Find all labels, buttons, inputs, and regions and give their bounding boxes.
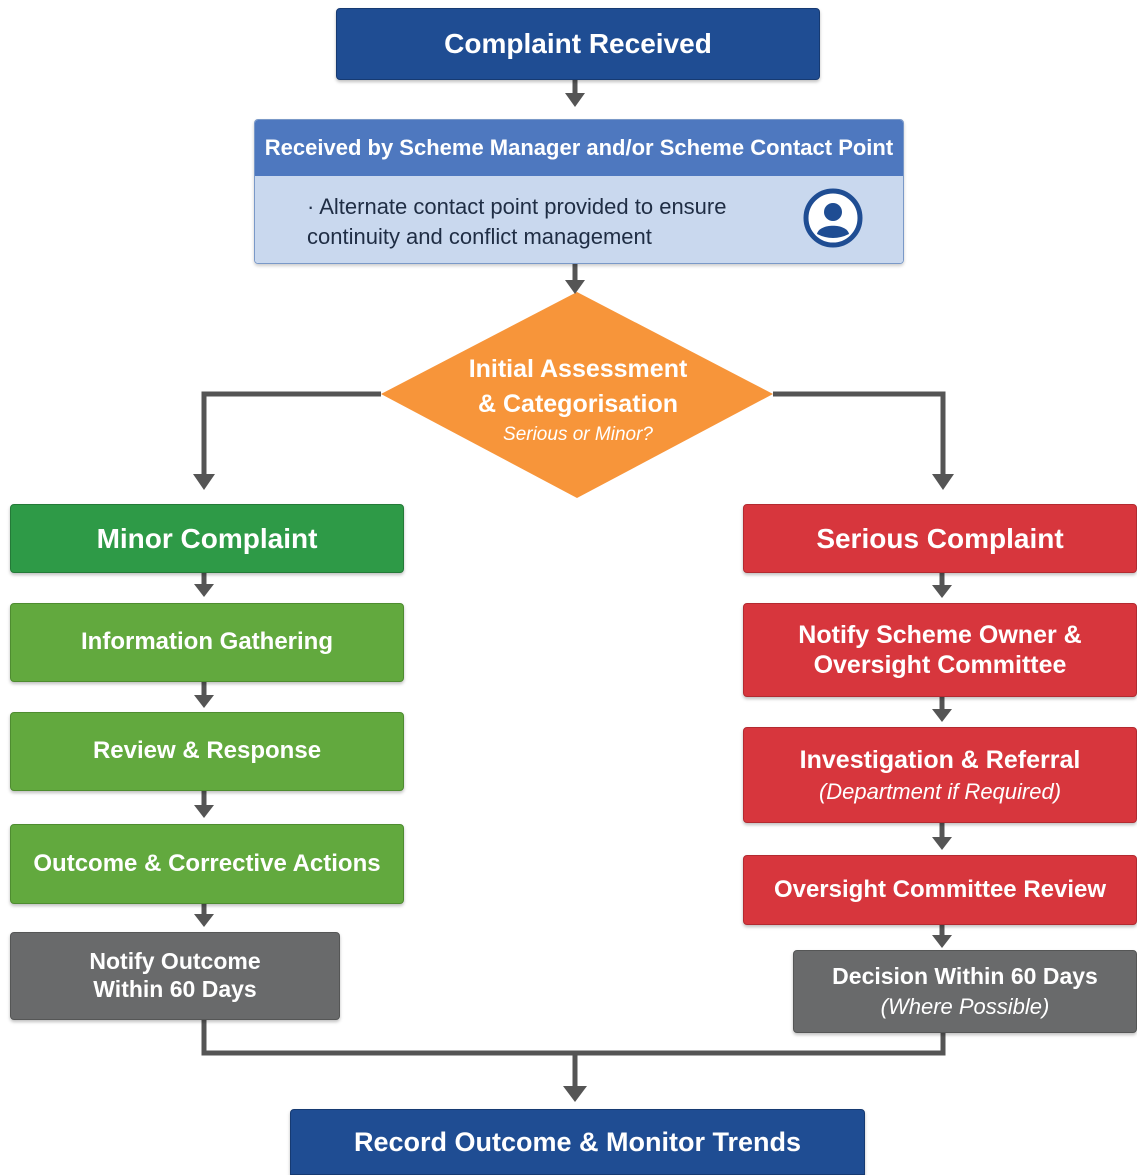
notify-scheme-owner-line1: Notify Scheme Owner & [798, 621, 1082, 649]
decision-title-line1: Initial Assessment [468, 355, 688, 383]
notify-outcome-line1: Notify Outcome [89, 948, 261, 975]
review-response-box: Review & Response [10, 712, 404, 791]
serious-complaint-box: Serious Complaint [743, 504, 1137, 573]
decision-title-line2: & Categorisation [477, 390, 679, 418]
investigation-referral-sub: (Department if Required) [818, 778, 1062, 804]
serious-complaint-label: Serious Complaint [816, 522, 1064, 554]
notify-scheme-owner-line2: Oversight Committee [813, 651, 1067, 679]
minor-complaint-label: Minor Complaint [96, 522, 318, 554]
arrow-decision-to-serious [773, 391, 946, 478]
record-outcome-label: Record Outcome & Monitor Trends [353, 1126, 802, 1157]
complaint-received-box: Complaint Received [336, 8, 820, 80]
alternate-contact-note: · Alternate contact point provided to en… [307, 194, 727, 249]
decision-60-days-box: Decision Within 60 Days (Where Possible) [793, 950, 1137, 1033]
oversight-review-box: Oversight Committee Review [743, 855, 1137, 925]
notify-scheme-owner-box: Notify Scheme Owner & Oversight Committe… [743, 603, 1137, 697]
notify-outcome-line2: Within 60 Days [93, 976, 257, 1002]
decision-question: Serious or Minor? [503, 424, 653, 445]
arrow-decision-to-minor [201, 391, 381, 478]
received-panel-header: Received by Scheme Manager and/or Scheme… [255, 120, 903, 176]
oversight-review-label: Oversight Committee Review [773, 875, 1107, 903]
notify-outcome-box: Notify Outcome Within 60 Days [10, 932, 340, 1020]
outcome-corrective-box: Outcome & Corrective Actions [10, 824, 404, 904]
decision-label: Initial Assessment & Categorisation Seri… [440, 352, 716, 449]
complaint-received-label: Complaint Received [444, 28, 712, 60]
information-gathering-label: Information Gathering [81, 628, 333, 656]
investigation-referral-box: Investigation & Referral (Department if … [743, 727, 1137, 823]
received-panel: Received by Scheme Manager and/or Scheme… [254, 119, 904, 264]
record-outcome-box: Record Outcome & Monitor Trends [290, 1109, 865, 1175]
decision-diamond [381, 292, 773, 498]
decision-60-days-label: Decision Within 60 Days [832, 962, 1098, 989]
review-response-label: Review & Response [92, 737, 322, 765]
decision-60-days-sub: (Where Possible) [880, 994, 1050, 1020]
information-gathering-box: Information Gathering [10, 603, 404, 682]
person-icon [803, 188, 863, 248]
outcome-corrective-label: Outcome & Corrective Actions [33, 849, 381, 877]
minor-complaint-box: Minor Complaint [10, 504, 404, 573]
received-panel-body: · Alternate contact point provided to en… [255, 176, 903, 263]
investigation-referral-label: Investigation & Referral [799, 745, 1081, 774]
